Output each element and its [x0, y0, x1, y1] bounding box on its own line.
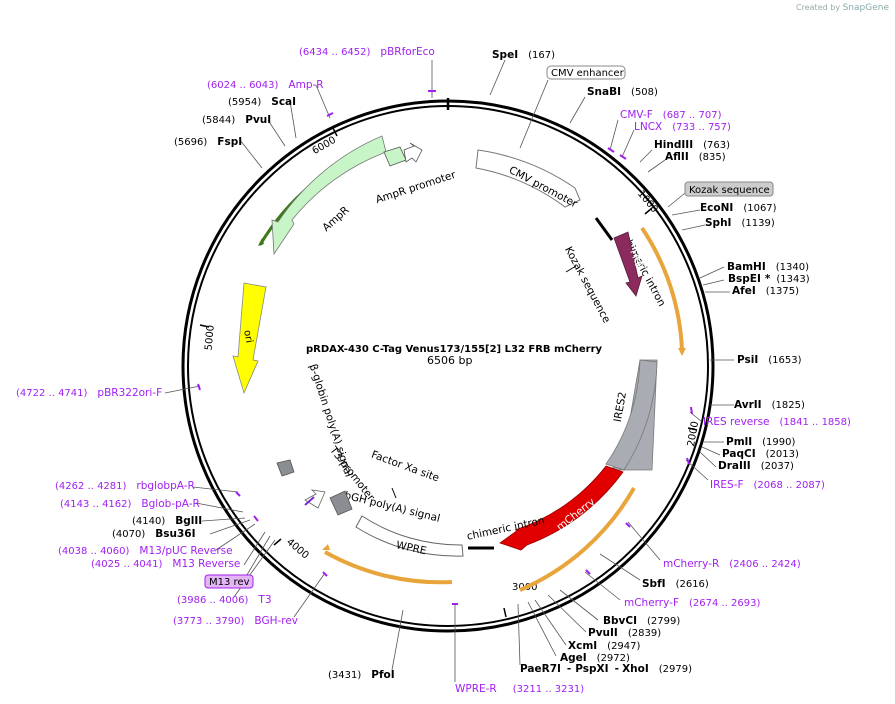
primer-mcherryf: mCherry-F(2674 .. 2693)	[624, 597, 760, 609]
site-bbvci: BbvCI(2799)	[603, 615, 680, 627]
kozak-box-label: Kozak sequence	[689, 185, 770, 196]
mcherry-arrow	[499, 465, 624, 551]
plasmid-size: 6506 bp	[427, 354, 472, 367]
tick-label-5000: 5000	[204, 325, 217, 351]
wpre-block	[355, 515, 464, 557]
primer-mcherryr: mCherry-R(2406 .. 2424)	[663, 558, 801, 570]
chimeric-intron-top-bar	[594, 217, 614, 241]
kozak-label: Kozak sequence	[562, 245, 612, 325]
primer-bghrev: (3773 .. 3790)BGH-rev	[173, 615, 298, 627]
primer-marks	[197, 90, 693, 605]
cmv-promoter-arrow	[475, 149, 581, 208]
kozak-box	[684, 181, 774, 197]
bgh-label: bGH poly(A) signal	[343, 489, 441, 524]
ires2-label: IRES2	[612, 391, 629, 423]
ampr-arrow	[271, 135, 387, 256]
site-econi: EcoNI(1067)	[700, 202, 777, 214]
site-pmli: PmlI(1990)	[726, 436, 796, 448]
ampr-orf-arrow	[258, 238, 264, 246]
site-bsu36i: (4070)Bsu36I	[112, 528, 196, 540]
primer-rbglob: (4262 .. 4281)rbglobpA-R	[55, 480, 195, 492]
primer-cmvf: CMV-F(687 .. 707)	[620, 109, 722, 121]
cmv-enhancer-label: CMV enhancer	[551, 68, 625, 79]
site-draiii: DraIII(2037)	[718, 460, 794, 472]
m13-rev-box	[204, 574, 254, 589]
orf-arc-bottom	[324, 550, 453, 585]
t3-promoter-arrow	[304, 489, 326, 509]
site-snabi: SnaBI(508)	[587, 86, 658, 98]
orf-arrow-bottom	[322, 544, 330, 550]
primer-pbr322: (4722 .. 4741)pBR322ori-F	[16, 387, 162, 399]
bgh-polya-block	[329, 490, 353, 516]
primer-bglob: (4143 .. 4162)Bglob-pA-R	[60, 498, 200, 510]
ires2-arc	[605, 359, 658, 471]
site-puvii: PvuII(2839)	[588, 627, 661, 639]
orf-arc-top-right	[640, 226, 684, 351]
primer-lncx: LNCX(733 .. 757)	[634, 121, 731, 133]
globin-polya-block	[276, 459, 295, 477]
factor-xa-mark	[391, 487, 397, 499]
ampr-promoter-label: AmpR promoter	[374, 169, 458, 206]
kozak-mark	[565, 265, 577, 273]
snapgene-brand: Created by SnapGene	[796, 3, 889, 13]
site-psii: PsiI(1653)	[737, 354, 802, 366]
site-bspei: BspEI*(1343)	[728, 273, 810, 285]
site-pvui: (5844)PvuI	[202, 114, 271, 126]
globin-label: β-globin poly(A) signal	[307, 363, 355, 479]
site-sbfi: SbfI(2616)	[642, 578, 709, 590]
ampr-promoter-arrow	[403, 142, 423, 163]
primer-t3: (3986 .. 4006)T3	[177, 594, 272, 606]
site-scai: (5954)ScaI	[228, 96, 296, 108]
site-bglii: (4140)BglII	[132, 515, 202, 527]
primer-ampr: (6024 .. 6043)Amp-R	[207, 79, 324, 91]
site-agei: AgeI(2972)	[560, 652, 630, 664]
ampr-promoter-block	[383, 146, 407, 167]
tick-label-2000: 2000	[686, 420, 701, 447]
site-afei: AfeI(1375)	[732, 285, 799, 297]
primer-wprer: WPRE-R(3211 .. 3231)	[455, 683, 584, 695]
site-sphi: SphI(1139)	[705, 217, 775, 229]
site-fspi: (5696)FspI	[174, 136, 242, 148]
primer-m13puc: (4038 .. 4060)M13/pUC Reverse	[58, 545, 233, 557]
frb-arrow	[613, 231, 643, 297]
tick-label-4000: 4000	[284, 537, 311, 562]
tick-marks	[199, 127, 698, 618]
orf-arrow-top-right	[678, 348, 686, 356]
m13-rev-label: M13 rev	[209, 577, 250, 588]
site-pfoi: (3431)PfoI	[328, 669, 395, 681]
t3-primer-mark	[304, 496, 315, 506]
orf-arc-bottom-right	[519, 487, 636, 592]
site-hindiii: HindIII(763)	[654, 139, 730, 151]
primer-iresf: IRES-F(2068 .. 2087)	[710, 479, 825, 491]
primer-pbrforeco: (6434 .. 6452)pBRforEco	[299, 46, 435, 58]
site-paqci: PaqCI(2013)	[722, 448, 799, 460]
factor-xa-label: Factor Xa site	[370, 449, 441, 485]
cmv-enhancer-box	[546, 65, 626, 80]
ampr-label: AmpR	[320, 204, 351, 234]
leader-lines	[164, 59, 734, 682]
primer-m13rev: (4025 .. 4041)M13 Reverse	[91, 558, 240, 570]
site-spei: SpeI(167)	[492, 49, 555, 61]
plasmid-name: pRDAX-430 C-Tag Venus173/155[2] L32 FRB …	[306, 344, 603, 355]
ori-arrow	[232, 282, 267, 395]
site-xcmi: XcmI(2947)	[568, 640, 641, 652]
site-paer7i: PaeR7I-PspXI-XhoI(2979)	[520, 663, 692, 675]
ori-label: ori	[241, 329, 254, 344]
site-aflii: AflII(835)	[665, 151, 726, 163]
site-avrii: AvrII(1825)	[734, 399, 805, 411]
site-bamhi: BamHI(1340)	[727, 261, 809, 273]
primer-iresrev: IRES reverse(1841 .. 1858)	[703, 416, 851, 428]
